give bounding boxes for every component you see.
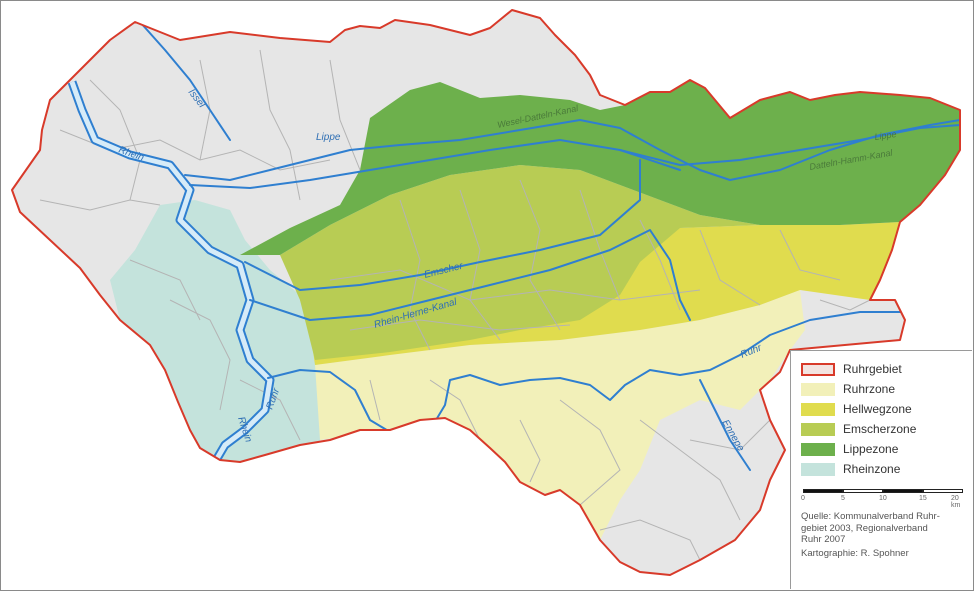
source-text: Quelle: Kommunalverband Ruhr- gebiet 200… bbox=[801, 511, 966, 546]
legend-item: Ruhrzone bbox=[801, 379, 966, 399]
municipal-boundaries bbox=[39, 49, 871, 561]
scale-tick-5: 5 bbox=[841, 495, 845, 502]
scale-seg-2 bbox=[843, 489, 883, 493]
legend-swatch bbox=[801, 442, 835, 456]
lippezone-area bbox=[240, 80, 960, 255]
legend-swatch bbox=[801, 462, 835, 476]
scale-tick-0: 0 bbox=[801, 495, 805, 502]
emscher-river bbox=[244, 159, 641, 291]
legend-item: Rheinzone bbox=[801, 459, 966, 479]
legend-label: Lippezone bbox=[843, 442, 899, 456]
ruhr-river bbox=[267, 311, 906, 439]
datteln-hamm-kanal bbox=[619, 124, 960, 166]
scale-seg-4 bbox=[923, 489, 963, 493]
source-line: Ruhr 2007 bbox=[801, 534, 846, 545]
scale-tick-15: 15 bbox=[919, 495, 927, 502]
scale-bar: 0 5 10 15 20 km bbox=[801, 489, 966, 511]
legend-swatch bbox=[801, 402, 835, 416]
scale-seg-1 bbox=[803, 489, 843, 493]
label-lippe: Lippe bbox=[316, 132, 341, 143]
legend-item: Lippezone bbox=[801, 439, 966, 459]
legend-swatch bbox=[801, 362, 835, 376]
rhein-herne-kanal bbox=[249, 229, 691, 321]
legend-item: Emscherzone bbox=[801, 419, 966, 439]
legend-label: Emscherzone bbox=[843, 422, 917, 436]
ruhrgebiet-border bbox=[11, 9, 961, 576]
cartography-credit: Kartographie: R. Spohner bbox=[801, 547, 909, 559]
legend-label: Hellwegzone bbox=[843, 402, 912, 416]
legend-item: Hellwegzone bbox=[801, 399, 966, 419]
ennepe-river bbox=[699, 379, 751, 471]
scale-tick-10: 10 bbox=[879, 495, 887, 502]
emscherzone-area bbox=[280, 165, 760, 360]
lippe-river bbox=[184, 119, 960, 181]
legend-item: Ruhrgebiet bbox=[801, 359, 966, 379]
issel-river bbox=[139, 21, 231, 141]
legend-swatch bbox=[801, 382, 835, 396]
scale-seg-3 bbox=[883, 489, 923, 493]
legend-label: Rheinzone bbox=[843, 462, 901, 476]
legend-swatch bbox=[801, 422, 835, 436]
wesel-datteln-kanal bbox=[189, 139, 681, 189]
label-lippe-east: Lippe bbox=[874, 129, 897, 142]
ruhrzone-area bbox=[315, 290, 805, 540]
legend-label: Ruhrgebiet bbox=[843, 362, 902, 376]
scale-tick-20: 20 km bbox=[951, 495, 961, 509]
legend-label: Ruhrzone bbox=[843, 382, 896, 396]
source-line: gebiet 2003, Regionalverband bbox=[801, 522, 928, 534]
source-line: Quelle: Kommunalverband Ruhr- bbox=[801, 511, 940, 522]
